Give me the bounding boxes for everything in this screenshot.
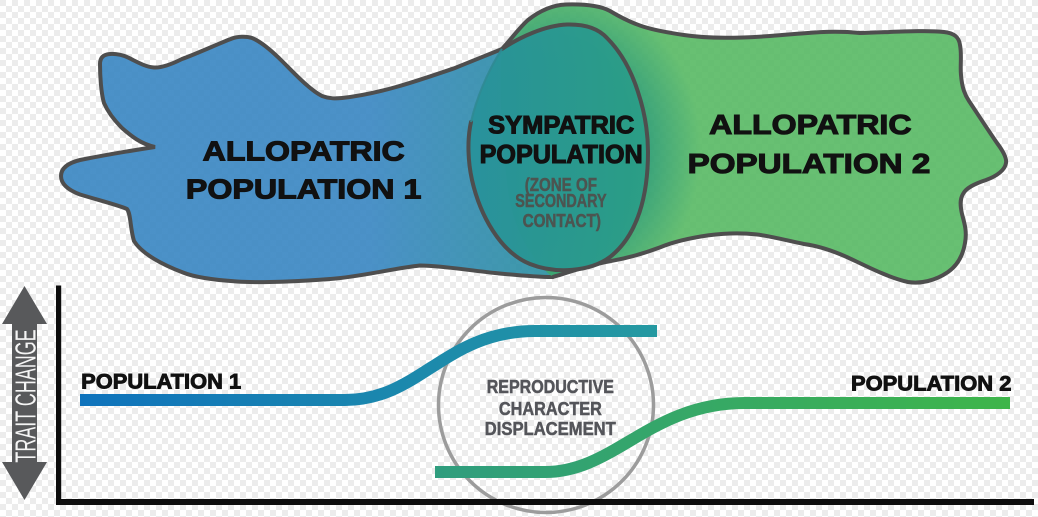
svg-text:CHARACTER: CHARACTER: [499, 399, 602, 419]
svg-text:SYMPATRIC: SYMPATRIC: [488, 112, 634, 140]
svg-text:POPULATION 1: POPULATION 1: [186, 174, 422, 205]
svg-text:POPULATION 2: POPULATION 2: [851, 372, 1011, 396]
svg-text:CONTACT): CONTACT): [523, 211, 601, 231]
svg-text:REPRODUCTIVE: REPRODUCTIVE: [487, 377, 614, 397]
svg-text:POPULATION: POPULATION: [480, 139, 643, 169]
svg-text:SECONDARY: SECONDARY: [515, 191, 606, 211]
svg-text:ALLOPATRIC: ALLOPATRIC: [203, 135, 405, 166]
svg-text:TRAIT CHANGE: TRAIT CHANGE: [10, 329, 42, 462]
svg-text:(ZONE OF: (ZONE OF: [525, 175, 597, 195]
svg-text:POPULATION 1: POPULATION 1: [81, 370, 241, 394]
svg-text:ALLOPATRIC: ALLOPATRIC: [709, 109, 911, 140]
svg-text:POPULATION 2: POPULATION 2: [688, 148, 931, 179]
svg-text:DISPLACEMENT: DISPLACEMENT: [485, 419, 616, 439]
